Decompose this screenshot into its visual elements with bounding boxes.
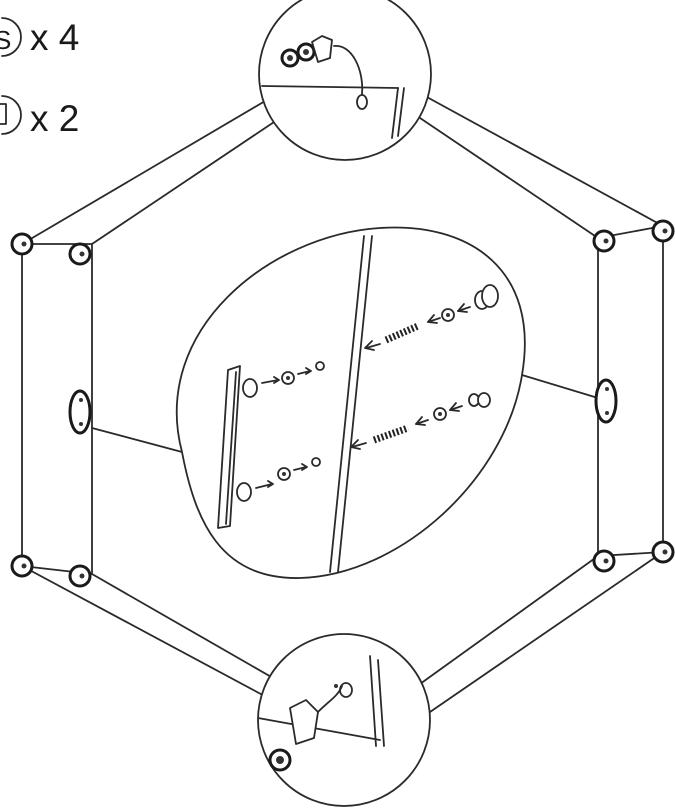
lower-handle-fasteners [236,457,321,502]
left-handle-boss [68,389,92,435]
lower-threaded-rod [350,392,491,450]
upper-threaded-rod [364,284,499,351]
corner-roller-top-right-outer [651,219,675,243]
corner-roller-top-right-inner [592,229,616,253]
corner-roller-top-left-inner [68,242,92,266]
bottom-roller-detail [257,633,431,807]
corner-roller-bottom-left-inner [68,564,92,588]
nut-quantity: x 2 [30,98,79,139]
right-handle-boss [594,378,618,424]
top-roller-detail [258,0,432,161]
corner-roller-top-left-outer [10,232,34,256]
corner-roller-bottom-right-outer [651,540,675,564]
handle-detail-callout [175,226,526,579]
upper-handle-fasteners [242,361,325,398]
nut-callout-icon [0,95,22,135]
screw-quantity: x 4 [30,17,79,58]
parts-legend: S x 4 x 2 [0,17,79,139]
svg-text:S: S [0,25,11,55]
screw-callout-icon: S [0,17,22,57]
corner-roller-bottom-left-outer [10,554,34,578]
door-frame [21,93,664,713]
corner-roller-bottom-right-inner [592,549,616,573]
